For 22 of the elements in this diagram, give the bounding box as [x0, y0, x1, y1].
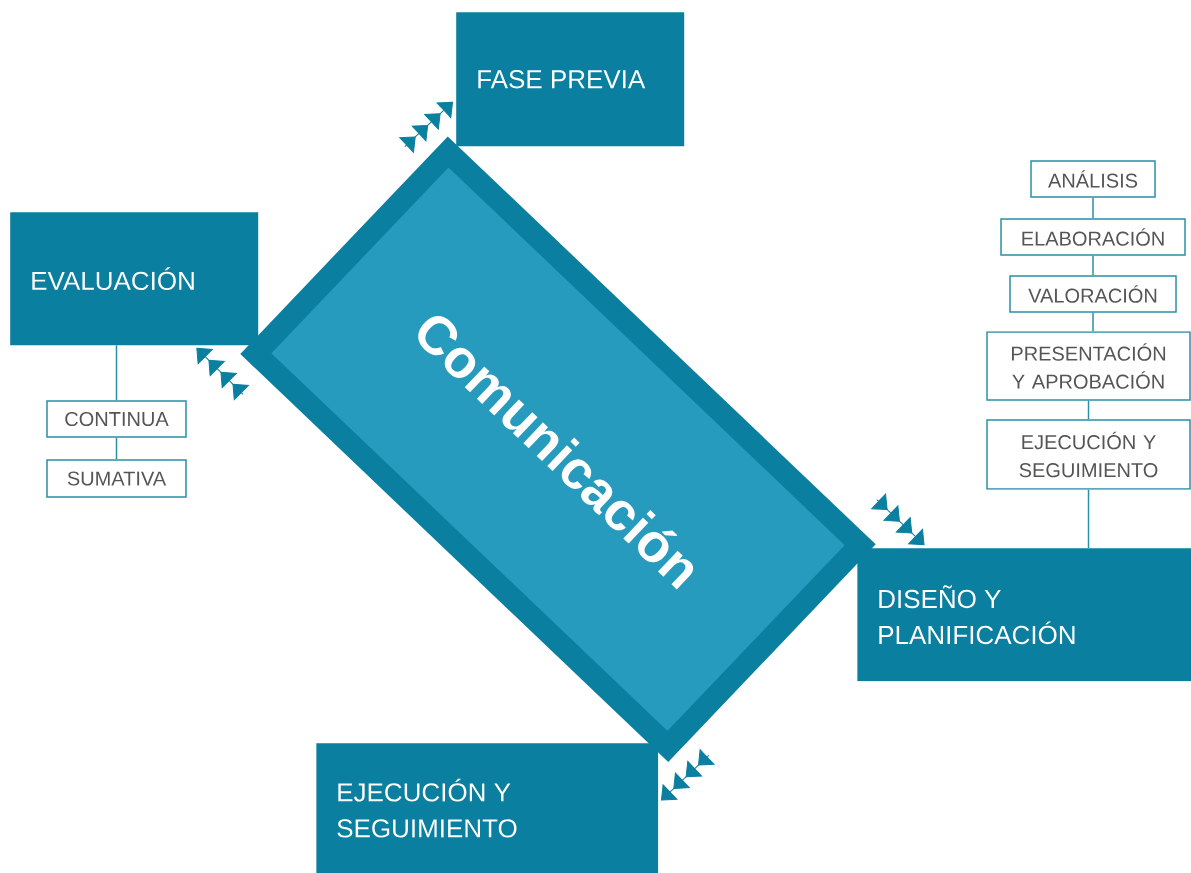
step-box: VALORACIÓN — [1009, 275, 1177, 313]
connector-line — [1092, 197, 1094, 219]
connector-line — [1092, 312, 1094, 332]
connector-line — [1092, 255, 1094, 276]
connector-line — [115, 437, 118, 460]
stage-box: DISEÑO Y PLANIFICACIÓN — [857, 548, 1191, 682]
step-box: ELABORACIÓN — [1000, 218, 1186, 256]
step-box: PRESENTACIÓN Y APROBACIÓN — [986, 331, 1191, 401]
connector-line — [1087, 400, 1090, 420]
chevron-arrow — [399, 101, 453, 153]
chevron-arrow — [871, 493, 925, 546]
step-box: SUMATIVA — [46, 459, 187, 498]
stage-box: EVALUACIÓN — [10, 212, 259, 346]
step-box: CONTINUA — [46, 400, 187, 438]
stage-box: FASE PREVIA — [456, 12, 685, 147]
step-box: ANÁLISIS — [1030, 160, 1156, 198]
chevron-arrow — [196, 347, 249, 401]
chevron-arrow — [661, 749, 715, 801]
connector-line — [115, 344, 118, 401]
step-box: EJECUCIÓN Y SEGUIMIENTO — [986, 419, 1191, 490]
connector-line — [1087, 489, 1090, 549]
stage-box: EJECUCIÓN Y SEGUIMIENTO — [316, 743, 659, 873]
